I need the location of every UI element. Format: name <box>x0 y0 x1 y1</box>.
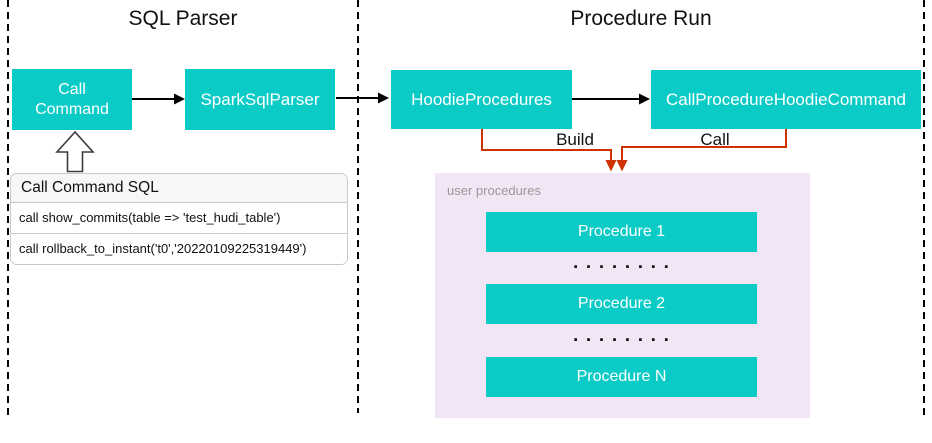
ellipsis-dots: ▪ ▪ ▪ ▪ ▪ ▪ ▪ ▪ <box>573 334 672 346</box>
hollow-up-arrow <box>55 130 95 173</box>
call-command-label-line1: Call <box>58 80 86 98</box>
user-procedures-label: user procedures <box>447 183 541 198</box>
sql-statement-row: call show_commits(table => 'test_hudi_ta… <box>11 203 347 233</box>
sparksqlparser-node: SparkSqlParser <box>185 69 335 130</box>
sql-parser-section-title: SQL Parser <box>128 7 238 30</box>
hoodieprocedures-node: HoodieProcedures <box>391 70 572 129</box>
callprocedurehoodiecommand-node: CallProcedureHoodieCommand <box>651 70 921 129</box>
sql-panel-header: Call Command SQL <box>11 174 347 203</box>
sql-statement-row: call rollback_to_instant('t0','202201092… <box>11 233 347 264</box>
build-connector <box>481 129 617 172</box>
user-procedures-panel: user procedures Procedure 1 ▪ ▪ ▪ ▪ ▪ ▪ … <box>435 173 810 418</box>
procedure-1-node: Procedure 1 <box>486 212 757 252</box>
call-command-label-line2: Command <box>35 100 109 118</box>
call-command-sql-panel: Call Command SQL call show_commits(table… <box>10 173 348 265</box>
build-edge-label: Build <box>556 130 594 149</box>
arrow-sparksqlparser-to-hoodieprocedures <box>336 92 389 104</box>
arrow-hoodieprocedures-to-callprocedurehoodiecommand <box>572 93 650 105</box>
procedure-n-node: Procedure N <box>486 357 757 397</box>
procedure-2-node: Procedure 2 <box>486 284 757 324</box>
procedure-run-section-title: Procedure Run <box>570 7 712 30</box>
arrow-callcommand-to-sparksqlparser <box>132 93 185 105</box>
call-edge-label: Call <box>700 130 730 149</box>
ellipsis-dots: ▪ ▪ ▪ ▪ ▪ ▪ ▪ ▪ <box>573 261 672 273</box>
call-command-node: Call Command <box>12 69 132 130</box>
call-connector <box>616 129 787 172</box>
